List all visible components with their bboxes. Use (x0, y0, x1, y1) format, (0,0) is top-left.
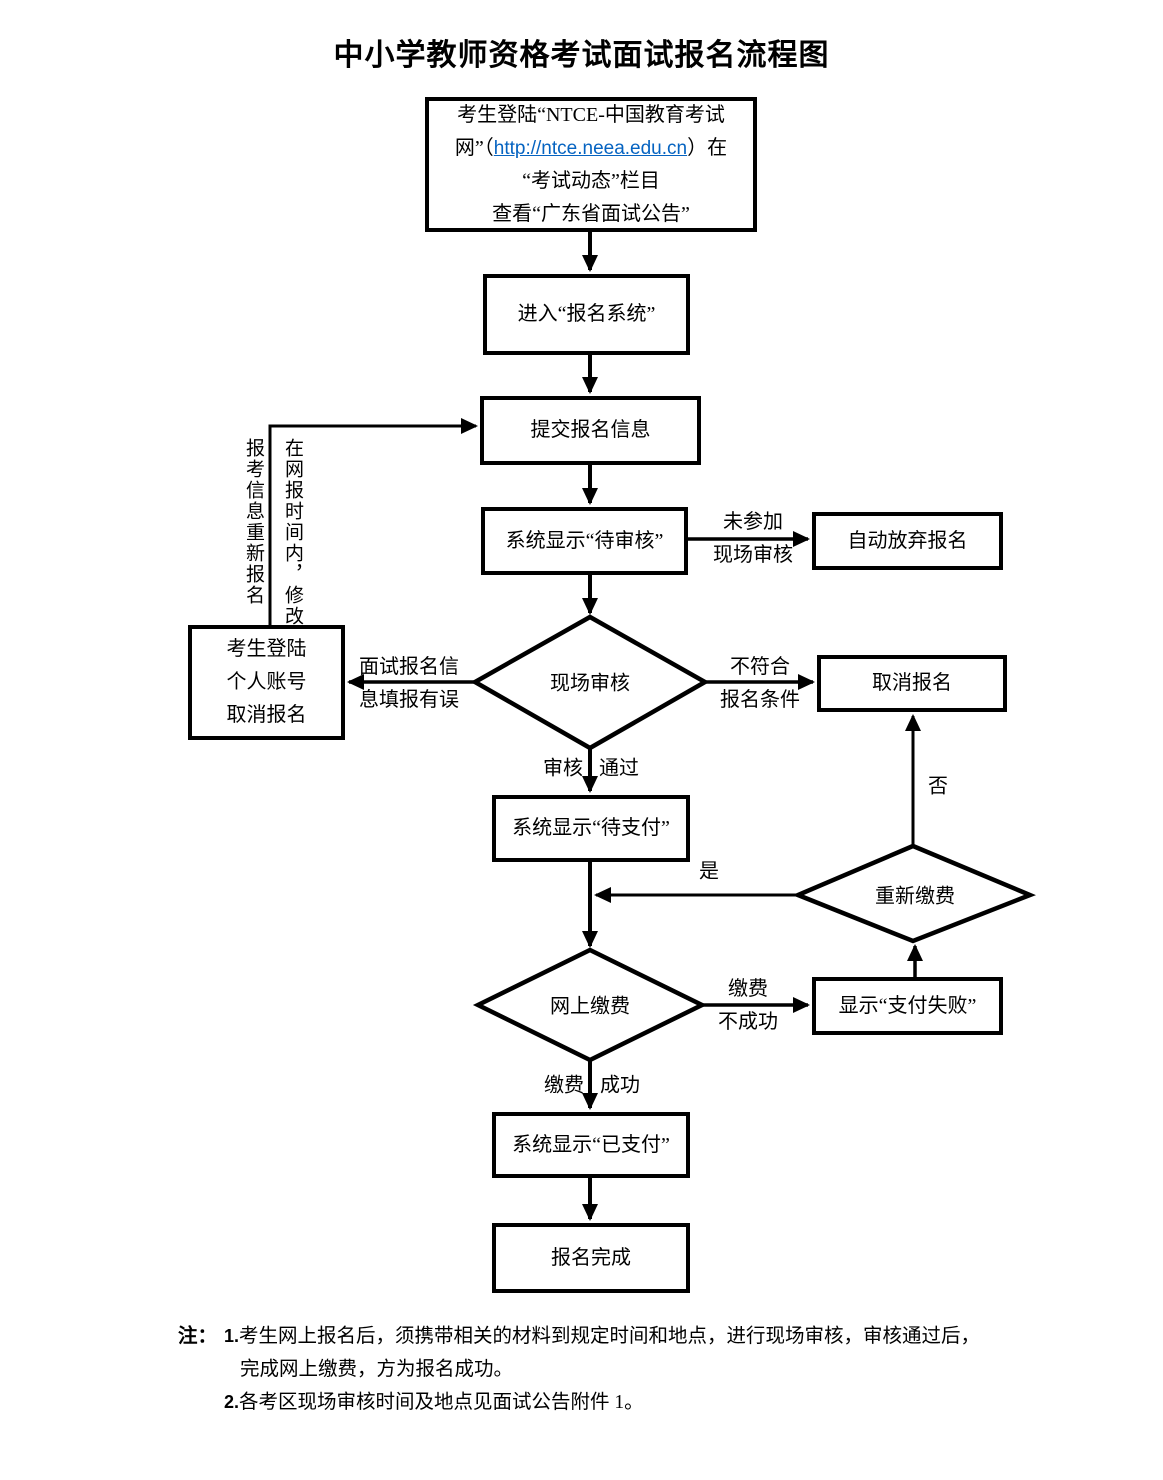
auto-abandon-label: 自动放弃报名 (847, 529, 968, 552)
node-registration-complete: 报名完成 (492, 1223, 690, 1293)
online-payment-label: 网上缴费 (550, 995, 630, 1018)
info-error-line2: 息填报有误 (359, 689, 459, 711)
node-submit-info: 提交报名信息 (480, 396, 701, 465)
edge-label-missed-onsite: 未参加 现场审核 (713, 506, 793, 572)
node-login: 考生登陆“NTCE-中国教育考试 网”（http://ntce.neea.edu… (425, 97, 757, 232)
node-cancel-registration: 取消报名 (817, 655, 1007, 712)
missed-onsite-line1: 未参加 (723, 511, 783, 533)
edge-label-pay-fail: 缴费 不成功 (718, 973, 778, 1039)
payment-failed-label: 显示“支付失败” (838, 994, 977, 1017)
edge-label-pay-success: 缴费 成功 (544, 1070, 640, 1103)
login-line2: 网”（http://ntce.neea.edu.cn）在 (455, 132, 727, 165)
cancel-registration-label: 取消报名 (872, 672, 952, 694)
footnote-item1-line2: 完成网上缴费，方为报名成功。 (240, 1359, 514, 1380)
success-word: 成功 (600, 1074, 640, 1097)
pending-review-label: 系统显示“待审核” (505, 529, 664, 552)
diamond-online-payment (472, 947, 708, 1063)
pending-payment-label: 系统显示“待支付” (512, 817, 670, 839)
page-title: 中小学教师资格考试面试报名流程图 (333, 39, 830, 72)
repay-decision-label: 重新缴费 (875, 885, 955, 908)
footnotes: 注： 1.考生网上报名后，须携带相关的材料到规定时间和地点，进行现场审核，审核通… (178, 1320, 1048, 1419)
vertical-label-modify: 在网报时间内，修改 (282, 438, 303, 627)
not-qualified-line1: 不符合 (730, 656, 790, 678)
node-auto-abandon: 自动放弃报名 (812, 512, 1003, 570)
edge-label-review-pass: 审核 通过 (543, 753, 639, 786)
missed-onsite-line2: 现场审核 (713, 544, 793, 566)
status-paid-label: 系统显示“已支付” (512, 1133, 670, 1156)
login-line2-post: ）在 (687, 136, 728, 159)
edge-label-info-error: 面试报名信 息填报有误 (359, 651, 459, 717)
footnote-body: 1.考生网上报名后，须携带相关的材料到规定时间和地点，进行现场审核，审核通过后，… (224, 1320, 980, 1419)
footnote-item1-num: 1. (224, 1326, 240, 1346)
login-line1: 考生登陆“NTCE-中国教育考试 (457, 103, 725, 126)
login-line2-pre: 网”（ (454, 136, 494, 159)
fail-word: 不成功 (718, 1011, 778, 1033)
registration-complete-label: 报名完成 (551, 1246, 631, 1269)
login-line3: “考试动态”栏目 (522, 169, 660, 192)
pass-word: 通过 (599, 757, 639, 780)
edge-label-not-qualified: 不符合 报名条件 (720, 651, 800, 717)
node-status-pending-review: 系统显示“待审核” (481, 507, 688, 575)
ntce-link[interactable]: http://ntce.neea.edu.cn (493, 137, 688, 159)
onsite-review-label: 现场审核 (550, 672, 630, 695)
not-qualified-line2: 报名条件 (720, 689, 800, 711)
node-cancel-via-account: 考生登陆 个人账号 取消报名 (188, 625, 345, 740)
footnote-item2: 2.各考区现场审核时间及地点见面试公告附件 1。 (224, 1386, 980, 1419)
info-error-line1: 面试报名信 (359, 656, 459, 678)
footnote-item1-text1: 考生网上报名后，须携带相关的材料到规定时间和地点，进行现场审核，审核通过后， (239, 1326, 981, 1347)
pay-word: 缴费 (728, 978, 768, 1000)
footnote-item2-text: 各考区现场审核时间及地点见面试公告附件 1。 (239, 1392, 644, 1413)
cancel-account-line2: 个人账号 (226, 671, 307, 693)
cancel-account-line1: 考生登陆 (226, 638, 307, 660)
edge-label-yes: 是 (699, 860, 719, 883)
enter-system-label: 进入“报名系统” (517, 303, 656, 325)
node-status-paid: 系统显示“已支付” (492, 1112, 690, 1178)
vertical-label-reapply: 报考信息重新报名 (243, 438, 264, 606)
footnote-item1-line1: 1.考生网上报名后，须携带相关的材料到规定时间和地点，进行现场审核，审核通过后， (224, 1320, 980, 1353)
pay-word2: 缴费 (544, 1074, 584, 1097)
review-word: 审核 (543, 757, 583, 780)
edge-label-no: 否 (928, 775, 948, 798)
node-enter-system: 进入“报名系统” (483, 274, 690, 355)
footnote-item2-num: 2. (224, 1392, 240, 1412)
diamond-repay-decision (792, 843, 1036, 944)
cancel-account-line3: 取消报名 (226, 704, 307, 726)
node-payment-failed: 显示“支付失败” (812, 977, 1003, 1035)
diamond-onsite-review (470, 614, 710, 751)
node-status-pending-payment: 系统显示“待支付” (492, 795, 690, 862)
footnote-label: 注： (178, 1326, 218, 1347)
login-line4: 查看“广东省面试公告” (492, 202, 690, 225)
submit-info-label: 提交报名信息 (530, 419, 651, 441)
